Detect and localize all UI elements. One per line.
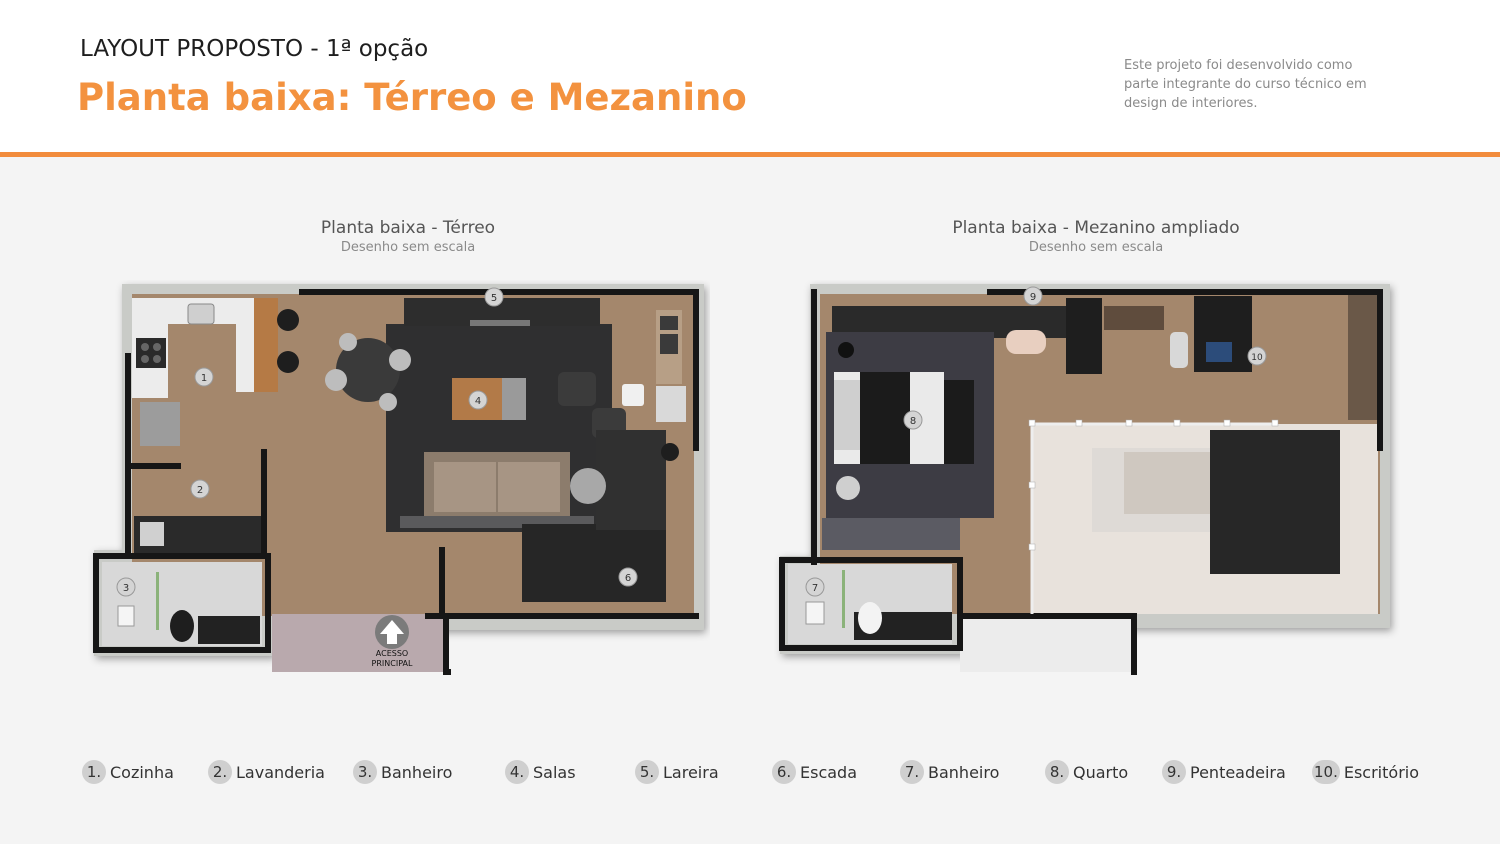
kitchen-bar: [254, 298, 278, 392]
legend-number: 1.: [82, 760, 106, 784]
entrance-label-line2: PRINCIPAL: [372, 659, 413, 668]
legend-label: Escada: [800, 762, 858, 782]
marker-1: 1: [201, 373, 207, 384]
legend-label: Banheiro: [928, 762, 1000, 782]
kitchen-sink: [187, 303, 215, 325]
legend-item: 6.Escada: [772, 760, 857, 784]
vanity-stool: [1006, 330, 1046, 354]
header-panel: [0, 0, 1500, 152]
marker-10: 10: [1251, 353, 1263, 363]
legend-number: 4.: [505, 760, 529, 784]
legend-number: 6.: [772, 760, 796, 784]
terreo-caption: Planta baixa - Térreo Desenho sem escala: [208, 218, 608, 255]
legend-item: 10.Escritório: [1312, 760, 1419, 784]
marker-6: 6: [625, 573, 631, 584]
legend-label: Quarto: [1073, 762, 1129, 782]
legend-label: Lavanderia: [236, 762, 325, 782]
mezzanine-lower-area: [960, 616, 1136, 672]
legend-label: Lareira: [663, 762, 719, 782]
legend-item: 9.Penteadeira: [1162, 760, 1286, 784]
header-accent-rule: [0, 152, 1500, 157]
legend-item: 8.Quarto: [1045, 760, 1128, 784]
legend-number: 5.: [635, 760, 659, 784]
terreo-title: Planta baixa - Térreo: [320, 218, 496, 238]
legend-label: Banheiro: [381, 762, 453, 782]
terreo-markers: 1 2 3 4 5 6: [116, 287, 638, 597]
mezanino-markers: 7 8 9 10: [805, 286, 1267, 597]
legend-label: Escritório: [1343, 762, 1419, 782]
legend-number: 8.: [1045, 760, 1069, 784]
mezanino-title: Planta baixa - Mezanino ampliado: [952, 218, 1240, 238]
legend-label: Penteadeira: [1190, 762, 1286, 782]
legend-item: 4.Salas: [505, 760, 576, 784]
terreo-walls: [93, 289, 699, 675]
mezanino-subtitle: Desenho sem escala: [1028, 240, 1164, 255]
legend-number: 2.: [208, 760, 232, 784]
entrance-label-line1: ACESSO: [376, 649, 408, 658]
staircase: [522, 524, 666, 602]
dining-table: [336, 338, 400, 402]
marker-5: 5: [491, 293, 497, 304]
project-note: Este projeto foi desenvolvido como parte…: [1124, 58, 1367, 111]
legend-item: 7.Banheiro: [900, 760, 999, 784]
legend-number: 3.: [353, 760, 377, 784]
marker-4: 4: [475, 396, 481, 407]
mezanino-walls: [779, 289, 1383, 675]
legend-number: 10.: [1312, 760, 1340, 784]
legend-number: 9.: [1162, 760, 1186, 784]
marker-3: 3: [123, 583, 129, 594]
mezanino-caption: Planta baixa - Mezanino ampliado Desenho…: [896, 218, 1296, 255]
marker-7: 7: [812, 583, 818, 594]
page-title: Planta baixa: Térreo e Mezanino: [77, 76, 747, 119]
armchair: [558, 372, 596, 406]
room-legend: 1.Cozinha 2.Lavanderia 3.Banheiro 4.Sala…: [0, 760, 1500, 786]
legend-item: 2.Lavanderia: [208, 760, 325, 784]
cooktop: [136, 338, 166, 368]
marker-9: 9: [1030, 292, 1036, 303]
terreo-subtitle: Desenho sem escala: [340, 240, 476, 255]
marker-8: 8: [910, 416, 916, 427]
mezanino-floor-plan: 7 8 9 10: [779, 284, 1390, 675]
terreo-floor-plan: ACESSO PRINCIPAL 1 2 3 4 5 6: [93, 284, 704, 675]
legend-item: 5.Lareira: [635, 760, 719, 784]
kitchen-island: [236, 298, 256, 392]
entrance-porch: [272, 614, 448, 672]
marker-2: 2: [197, 485, 203, 496]
legend-item: 1.Cozinha: [82, 760, 174, 784]
legend-item: 3.Banheiro: [353, 760, 452, 784]
legend-number: 7.: [900, 760, 924, 784]
laundry-machine: [140, 402, 180, 446]
page-kicker: LAYOUT PROPOSTO - 1ª opção: [80, 36, 429, 62]
legend-label: Cozinha: [110, 762, 174, 782]
legend-label: Salas: [533, 762, 576, 782]
